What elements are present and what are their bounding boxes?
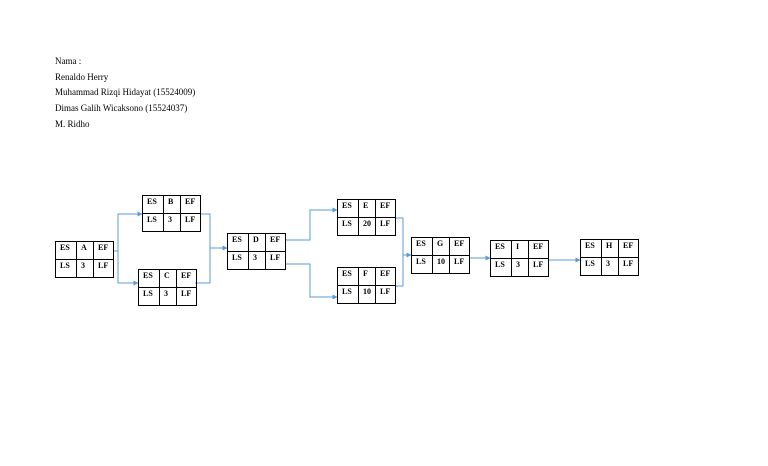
es-label: ES xyxy=(138,269,160,288)
activity-name: H xyxy=(601,239,619,258)
activity-duration: 10 xyxy=(432,255,450,274)
arrow-c-d xyxy=(195,247,227,284)
es-label: ES xyxy=(55,241,77,260)
lf-label: LF xyxy=(93,259,114,278)
ls-label: LS xyxy=(55,259,77,278)
es-label: ES xyxy=(227,233,249,252)
arrow-a-b xyxy=(113,211,143,252)
member-name: Muhammad Rizqi Hidayat (15524009) xyxy=(55,87,196,98)
ls-label: LS xyxy=(142,213,164,232)
ls-label: LS xyxy=(138,287,160,306)
member-name: Dimas Galih Wicaksono (15524037) xyxy=(55,103,188,114)
ef-label: EF xyxy=(93,241,114,260)
ls-label: LS xyxy=(337,285,359,304)
team-names: Nama : Renaldo Herry Muhammad Rizqi Hida… xyxy=(55,54,195,133)
ef-label: EF xyxy=(375,267,396,286)
arrow-e-g xyxy=(395,217,412,258)
ls-label: LS xyxy=(580,257,602,276)
member-name: M. Ridho xyxy=(55,118,90,129)
activity-name: E xyxy=(358,199,376,218)
activity-name: D xyxy=(248,233,266,252)
activity-duration: 10 xyxy=(358,285,376,304)
arrow-a-c xyxy=(113,250,139,286)
names-header: Nama : xyxy=(55,56,82,66)
arrow-d-f xyxy=(285,263,338,300)
ef-label: EF xyxy=(375,199,396,218)
activity-duration: 20 xyxy=(358,217,376,236)
lf-label: LF xyxy=(618,257,639,276)
es-label: ES xyxy=(411,237,433,256)
es-label: ES xyxy=(490,240,512,259)
lf-label: LF xyxy=(375,285,396,304)
activity-duration: 3 xyxy=(76,259,94,278)
es-label: ES xyxy=(142,195,164,214)
arrow-d-e xyxy=(285,207,338,241)
lf-label: LF xyxy=(528,258,549,277)
member-name: Renaldo Herry xyxy=(55,71,109,82)
lf-label: LF xyxy=(449,255,470,274)
lf-label: LF xyxy=(375,217,396,236)
ef-label: EF xyxy=(449,237,470,256)
ls-label: LS xyxy=(227,251,249,270)
activity-duration: 3 xyxy=(159,287,177,306)
activity-duration: 3 xyxy=(601,257,619,276)
es-label: ES xyxy=(337,267,359,286)
ef-label: EF xyxy=(180,195,201,214)
activity-name: I xyxy=(511,240,529,259)
activity-name: B xyxy=(163,195,181,214)
ls-label: LS xyxy=(411,255,433,274)
activity-duration: 3 xyxy=(511,258,529,277)
activity-duration: 3 xyxy=(163,213,181,232)
es-label: ES xyxy=(580,239,602,258)
activity-name: C xyxy=(159,269,177,288)
es-label: ES xyxy=(337,199,359,218)
lf-label: LF xyxy=(265,251,286,270)
activity-duration: 3 xyxy=(248,251,266,270)
ls-label: LS xyxy=(490,258,512,277)
activity-name: G xyxy=(432,237,450,256)
lf-label: LF xyxy=(180,213,201,232)
lf-label: LF xyxy=(176,287,197,306)
arrow-f-g xyxy=(395,255,404,287)
ef-label: EF xyxy=(528,240,549,259)
activity-name: F xyxy=(358,267,376,286)
ef-label: EF xyxy=(176,269,197,288)
arrow-b-d xyxy=(200,213,228,251)
ef-label: EF xyxy=(265,233,286,252)
ls-label: LS xyxy=(337,217,359,236)
activity-name: A xyxy=(76,241,94,260)
ef-label: EF xyxy=(618,239,639,258)
